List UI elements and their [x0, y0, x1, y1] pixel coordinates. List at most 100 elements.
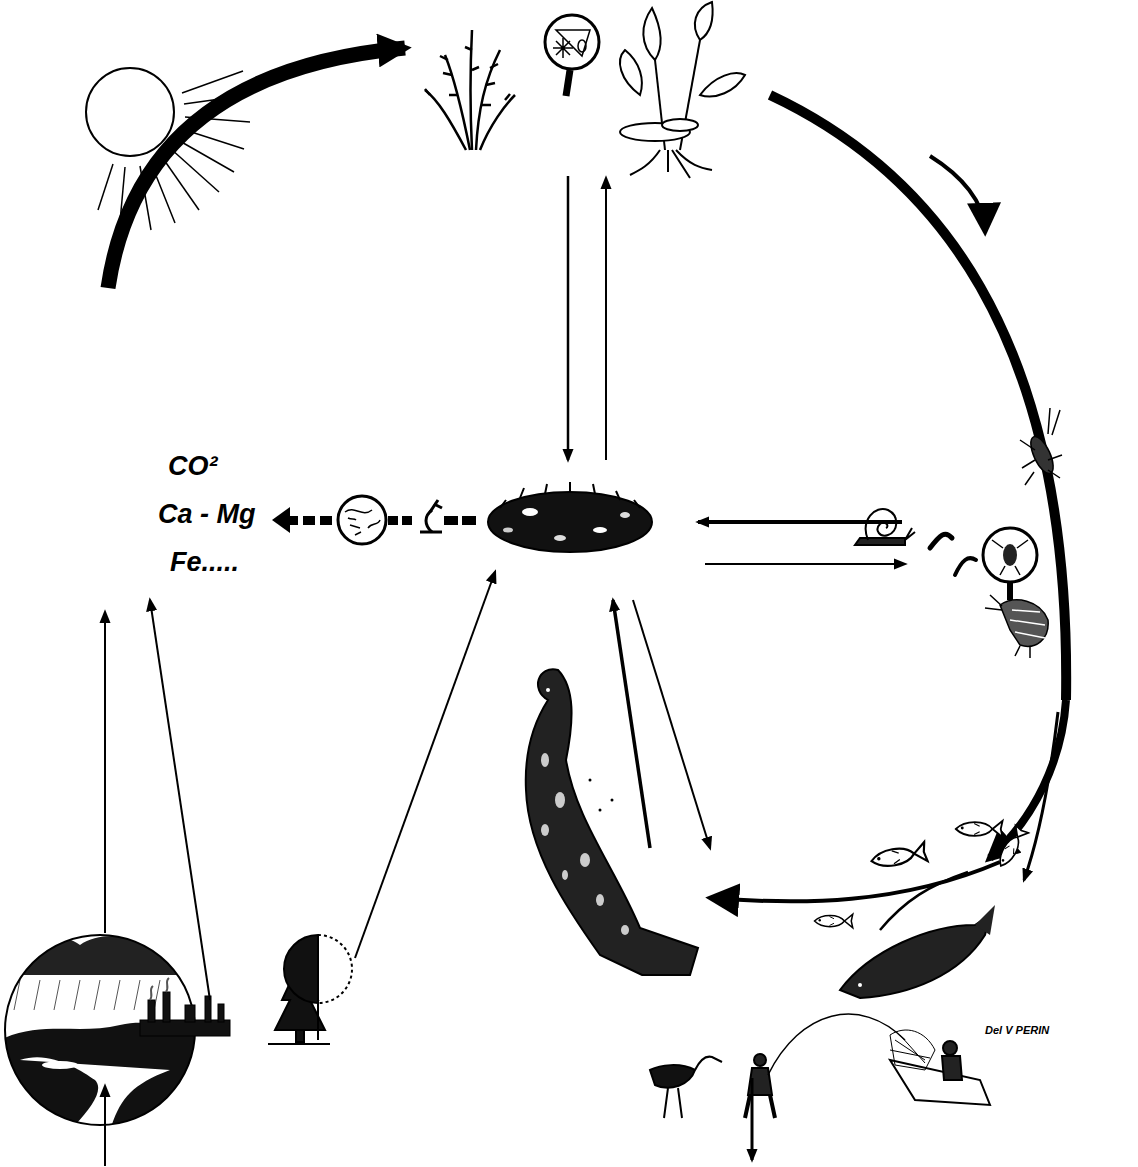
pike-symbol: [580, 853, 590, 867]
plankton-magnifier: [578, 40, 586, 52]
water-plant: [425, 30, 515, 150]
decomposition-arrow: [272, 507, 476, 533]
arrowhead-plant: [695, 2, 713, 40]
input-arrow: [104, 1086, 106, 1166]
fisherman-symbol: [754, 1054, 766, 1066]
factory-symbol: [148, 1000, 155, 1022]
nutrient-label: Fe.....: [170, 548, 239, 578]
cycle-arrow: [930, 156, 985, 230]
decomposition-arrow: [272, 507, 290, 533]
decomposition-arrow: [388, 516, 398, 525]
factory-symbol: [163, 992, 170, 1022]
factory-symbol: [140, 978, 230, 1036]
fish-symbol: [870, 842, 928, 871]
sun-symbol: [86, 68, 174, 156]
fish-symbol: [975, 905, 995, 935]
pike-symbol: [589, 779, 592, 782]
bacteria-magnifier: [338, 496, 386, 544]
arrowhead-plant: [620, 50, 642, 95]
pike-symbol: [541, 753, 549, 767]
landscape-symbol: [14, 980, 160, 1010]
cycle-arrow: [770, 95, 1066, 700]
amphipod-symbol: [985, 595, 1048, 658]
landscape-symbol: [20, 1057, 170, 1130]
arrowhead-plant: [630, 150, 712, 178]
pike-symbol: [599, 809, 602, 812]
factory-symbol: [150, 978, 169, 1000]
pike-symbol: [546, 688, 550, 692]
pike-symbol: [541, 824, 549, 836]
snail-symbol: [855, 538, 905, 545]
sediment-mass: [488, 482, 652, 552]
pike-symbol: [562, 870, 568, 880]
artist-signature: Del V PERIN: [985, 1024, 1049, 1036]
decomposition-arrow: [462, 516, 476, 525]
amphipod-symbol: [985, 595, 1030, 658]
exchange-arrow: [605, 178, 607, 460]
nutrient-label: CO²: [168, 452, 218, 482]
sun-symbol: [171, 149, 219, 192]
arrowhead-plant: [620, 2, 745, 178]
sun-symbol: [162, 157, 199, 210]
cycle-arrow: [880, 872, 968, 930]
sediment-mass: [593, 527, 607, 533]
sediment-mass: [522, 508, 538, 516]
worm-symbol: [930, 534, 952, 548]
snail-symbol: [855, 509, 915, 545]
water-plant: [480, 95, 515, 150]
pike-symbol: [621, 925, 629, 935]
worm-symbol: [930, 534, 976, 575]
input-arrow: [104, 612, 106, 933]
input-arrow: [150, 600, 210, 1000]
fish-symbol: [815, 914, 853, 928]
decomposition-arrow: [402, 516, 412, 525]
factory-symbol: [218, 1004, 224, 1022]
exchange-arrow: [698, 520, 902, 524]
pike-symbol: [555, 792, 565, 808]
sediment-mass: [488, 492, 652, 552]
forest-symbol: [284, 935, 318, 1003]
amphipod-symbol: [1010, 610, 1045, 638]
insect-larva-symbol: [1020, 408, 1062, 485]
landscape-symbol: [0, 1023, 200, 1130]
plankton-magnifier: [556, 30, 590, 56]
plankton-magnifier: [566, 70, 570, 96]
pike-symbol: [526, 669, 698, 975]
fisherman-symbol: [745, 1095, 775, 1118]
water-plant: [425, 90, 466, 150]
worm-symbol: [955, 558, 976, 575]
cycle-arrow: [1024, 712, 1058, 880]
forest-symbol: [317, 1003, 319, 1040]
zooplankton-magnifier: [983, 528, 1037, 582]
fish-symbol: [858, 983, 862, 987]
fish-symbol: [994, 825, 1028, 869]
cycle-arrow: [108, 48, 405, 288]
bacteria-magnifier: [338, 496, 386, 544]
forest-symbol: [268, 1043, 330, 1045]
sediment-mass: [620, 512, 630, 518]
insect-larva-symbol: [1026, 433, 1057, 476]
arrowhead-plant: [662, 119, 698, 131]
sediment-mass: [554, 535, 566, 541]
decomposition-arrow: [303, 516, 315, 525]
sediment-mass: [503, 528, 513, 533]
snail-symbol: [866, 509, 897, 540]
microscope-symbol: [434, 504, 442, 508]
landscape-symbol: [10, 936, 190, 975]
forest-symbol: [268, 935, 352, 1044]
factory-symbol: [185, 1005, 195, 1022]
exchange-arrow: [705, 563, 905, 565]
nutrient-label: Ca - Mg: [158, 500, 256, 530]
zooplankton-magnifier: [992, 540, 1028, 575]
plankton-magnifier: [545, 15, 599, 69]
arrowhead-plant: [643, 8, 660, 60]
zooplankton-magnifier: [1003, 544, 1017, 566]
forest-symbol: [318, 935, 352, 1003]
heron-symbol: [695, 1057, 722, 1070]
bacteria-magnifier: [345, 510, 380, 535]
exchange-arrow: [567, 176, 570, 460]
sun-symbol: [178, 140, 234, 172]
decomposition-arrow: [320, 516, 332, 525]
